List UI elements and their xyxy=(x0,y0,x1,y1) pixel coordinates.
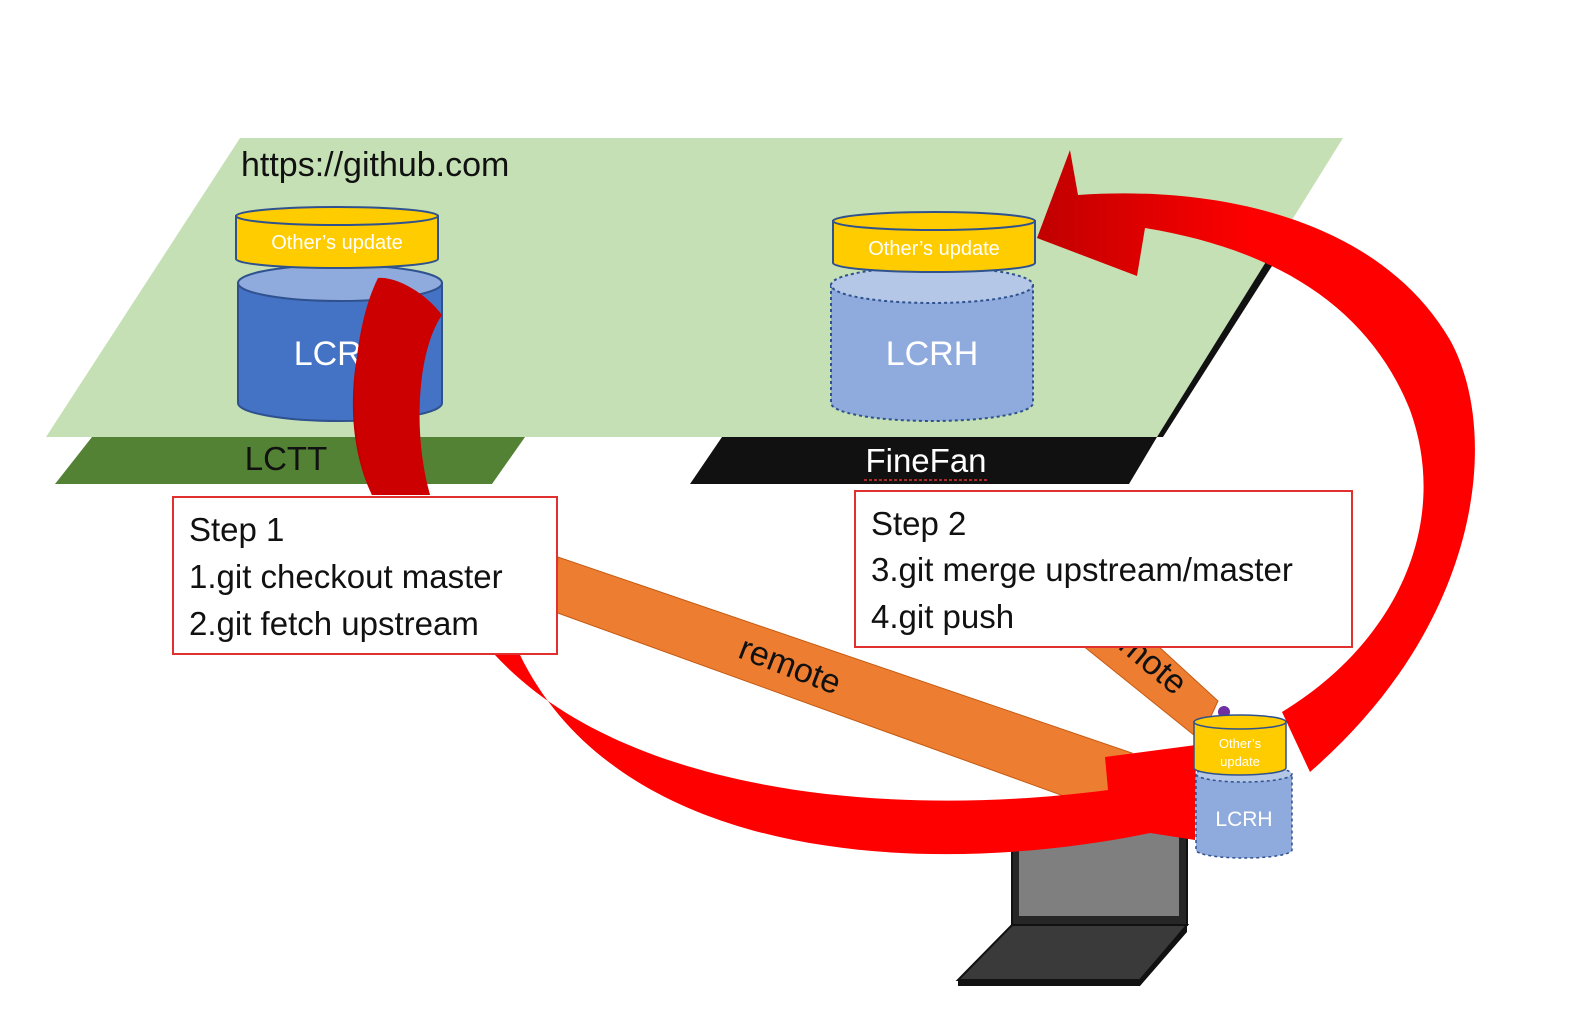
step2-box: Step 2 3.git merge upstream/master 4.git… xyxy=(854,490,1353,648)
upstream-update-body xyxy=(235,215,439,269)
upstream-repo: LCRH Other’s update xyxy=(235,206,443,422)
github-url-label: https://github.com xyxy=(241,146,509,184)
step1-frame xyxy=(172,496,558,655)
laptop-keyboard-base xyxy=(955,924,1190,981)
laptop-base-side xyxy=(1140,925,1187,986)
upstream-update-label: Other’s update xyxy=(271,232,403,254)
fetch-arrow-lower xyxy=(495,655,1196,855)
step1-line2: 2.git fetch upstream xyxy=(189,605,479,642)
fork-update-label: Other’s update xyxy=(868,238,1000,260)
fork-update-top xyxy=(832,211,1036,231)
local-update-label-line2: update xyxy=(1220,754,1260,769)
fork-repo-name: LCRH xyxy=(886,335,979,373)
local-update-top xyxy=(1193,714,1287,730)
step2-title: Step 2 xyxy=(871,505,966,542)
local-repo: LCRH Other’s update xyxy=(1193,706,1293,859)
step1-title: Step 1 xyxy=(189,511,284,548)
fork-repo: LCRH Other’s update xyxy=(830,211,1036,422)
local-repo-name: LCRH xyxy=(1215,808,1272,831)
lctt-owner-label: LCTT xyxy=(245,440,328,477)
finefan-owner-label: FineFan xyxy=(865,442,986,479)
finefan-owner-bar xyxy=(690,437,1157,484)
local-update-label-line1: Other’s xyxy=(1219,736,1262,751)
laptop-base-edge xyxy=(958,980,1140,986)
fetch-arrow-body xyxy=(354,277,442,495)
step2-frame xyxy=(854,490,1353,648)
local-repo-body xyxy=(1195,773,1293,859)
local-update-body xyxy=(1193,721,1287,776)
step2-line2: 4.git push xyxy=(871,598,1014,635)
step1-box: Step 1 1.git checkout master 2.git fetch… xyxy=(172,496,558,655)
push-arrow xyxy=(1037,150,1475,772)
step1-line1: 1.git checkout master xyxy=(189,558,503,595)
upstream-update-top xyxy=(235,206,439,226)
fork-repo-top xyxy=(830,266,1034,304)
fork-repo-body xyxy=(830,284,1034,422)
fork-update-body xyxy=(832,220,1036,273)
step2-line1: 3.git merge upstream/master xyxy=(871,551,1293,588)
